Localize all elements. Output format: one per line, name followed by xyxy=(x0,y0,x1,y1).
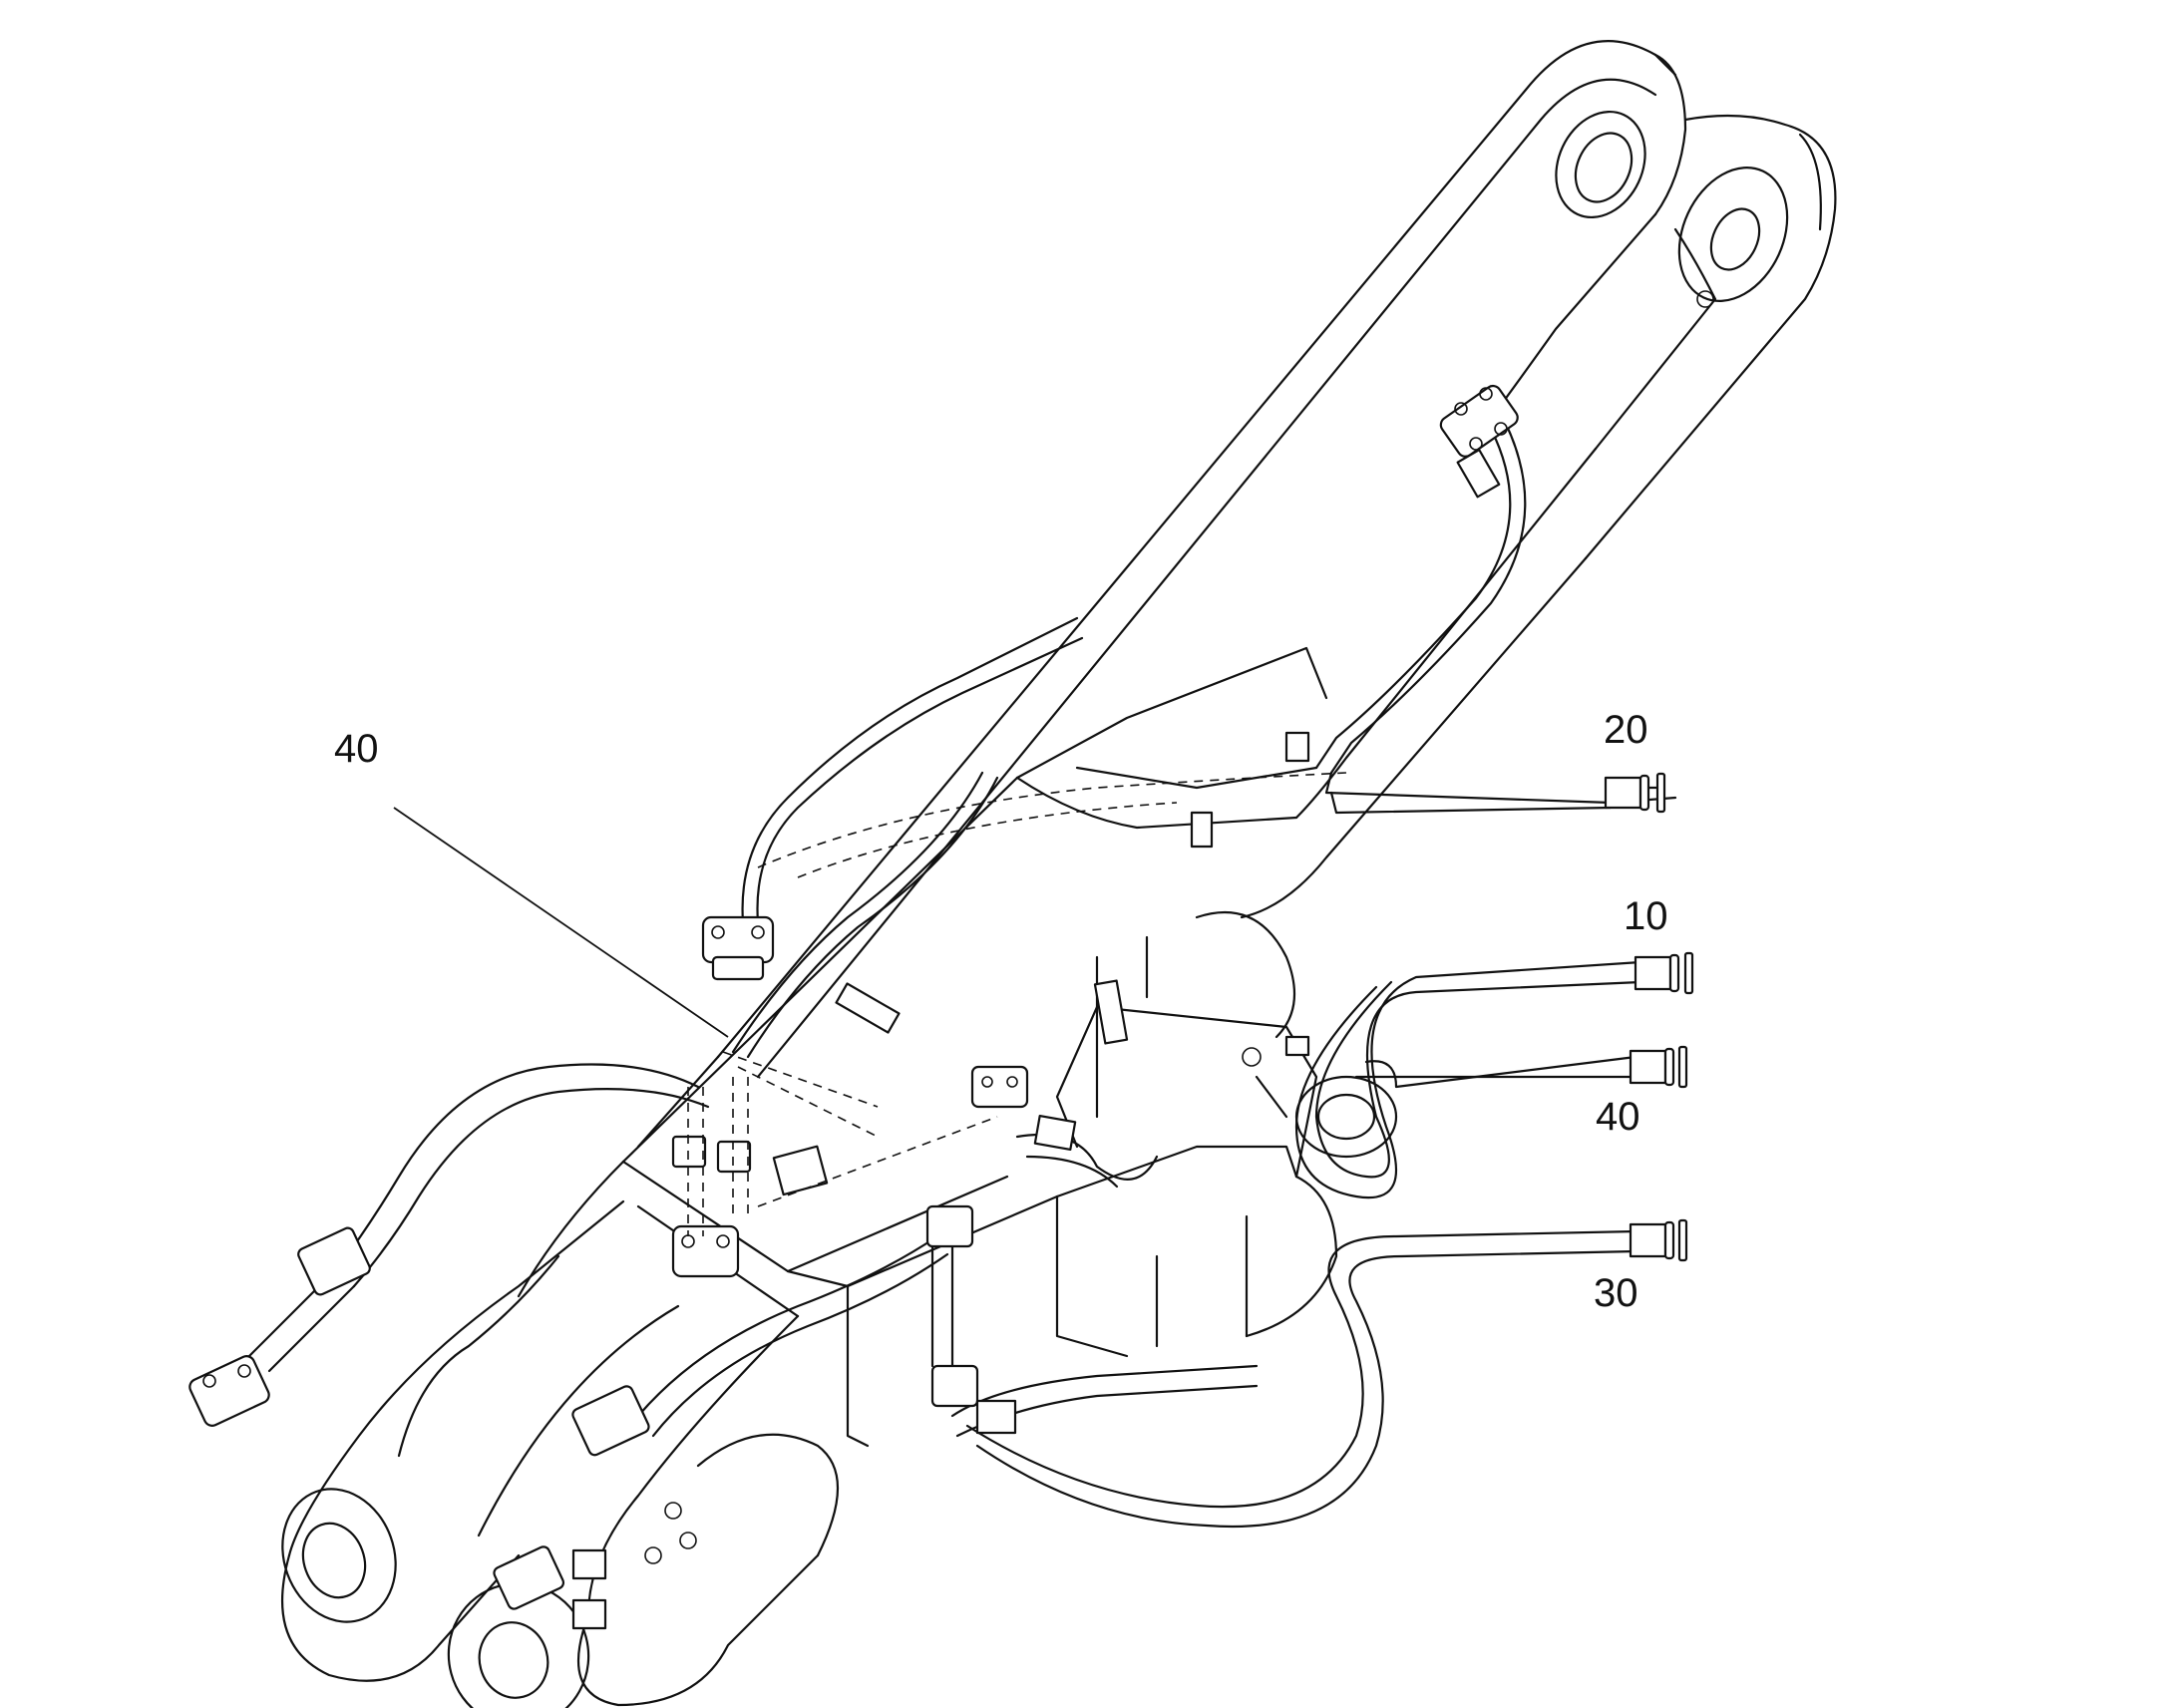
callout-label-40-left: 40 xyxy=(334,727,379,771)
callout-label-40-right: 40 xyxy=(1596,1095,1640,1139)
callout-label-30: 30 xyxy=(1594,1271,1638,1315)
callout-40-leader xyxy=(393,807,729,1038)
pivot-bracket xyxy=(1055,910,1398,1179)
fittings xyxy=(188,384,1519,1630)
hidden-lines xyxy=(687,772,1347,1236)
callout-label-20: 20 xyxy=(1604,708,1648,752)
lower-boom-frame xyxy=(281,776,1338,1708)
flange-clamp-center xyxy=(970,1065,1077,1152)
flange-clamp-left xyxy=(701,915,775,981)
upper-boom-arm xyxy=(716,40,1837,1079)
callout-label-10: 10 xyxy=(1624,894,1668,938)
flange-clamp-lower-center xyxy=(671,1204,1017,1435)
hydraulic-lines xyxy=(247,422,1694,1528)
flange-clamp-upper xyxy=(1439,384,1519,499)
